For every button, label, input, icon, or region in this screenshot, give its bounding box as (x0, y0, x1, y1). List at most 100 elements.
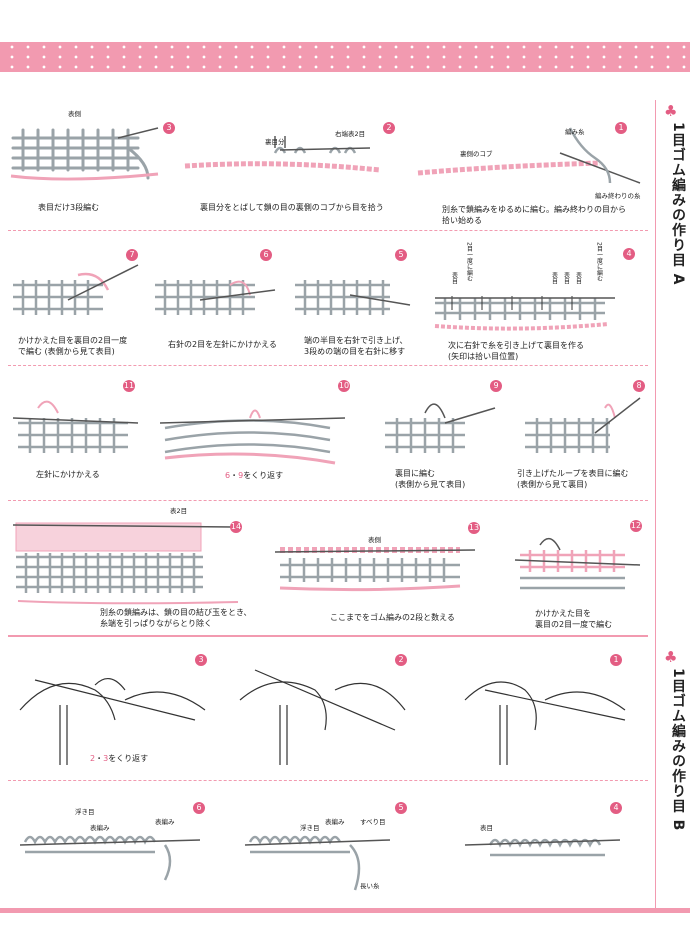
label: 2目一度に編む (595, 242, 603, 282)
row-divider (8, 230, 648, 231)
step-a5: 5 端の半目を右針で引き上げ、 3段めの端の目を右針に移す (290, 245, 420, 363)
step-number: 5 (395, 802, 407, 814)
knitting-illustration (464, 838, 621, 857)
step-number: 11 (123, 380, 135, 392)
step-number: 6 (260, 249, 272, 261)
step-a14: 表2目 14 別糸の鎖編みは、鎖の目の結び玉をとき、 糸端を引っぱりながらとり除… (8, 505, 258, 633)
label: 編み糸 (565, 128, 585, 136)
knitting-illustration (10, 127, 159, 181)
step-ref: 3 (103, 754, 109, 763)
knitting-illustration (244, 835, 391, 891)
step-caption: かけかえた目を裏目の2目一度 で編む (表側から見て表目) (18, 336, 128, 356)
label: 表編み (325, 818, 345, 826)
step-a7: 7 かけかえた目を裏目の2目一度 で編む (表側から見て表目) (8, 245, 148, 363)
label: 浮き目 (75, 808, 95, 816)
knitting-illustration (159, 409, 346, 465)
step-ref: 9 (238, 471, 244, 480)
label: 長い糸 (360, 882, 380, 890)
step-b5: 表編み 浮き目 すべり目 長い糸 5 (240, 800, 420, 900)
knitting-illustration (417, 127, 641, 184)
step-caption: 6・9をくり返す (225, 471, 284, 480)
step-caption: 表目だけ3段編む (38, 203, 100, 212)
label: 浮き目 (300, 824, 320, 832)
label: 裏目分 (265, 138, 285, 146)
label: 表目 (574, 272, 582, 284)
step-number: 4 (610, 802, 622, 814)
step-caption: かけかえた目を 裏目の2目一度で編む (535, 609, 613, 629)
top-decorative-band (0, 42, 690, 72)
step-caption: 2・3をくり返す (90, 754, 149, 763)
step-a12: 12 かけかえた目を 裏目の2目一度で編む (510, 520, 650, 632)
step-a10: 10 6・9をくり返す (155, 378, 355, 496)
knitting-illustration (525, 397, 641, 453)
knitting-illustration (13, 264, 139, 315)
knitting-illustration (434, 296, 615, 331)
step-number: 14 (230, 521, 242, 533)
step-number: 4 (623, 248, 635, 260)
step-b6: 浮き目 表編み 表編み 6 (15, 800, 215, 900)
step-number: 13 (468, 522, 480, 534)
step-number: 5 (395, 249, 407, 261)
club-icon: ♣ (664, 648, 678, 666)
label: 表編み (155, 818, 175, 826)
knitting-illustration (514, 537, 641, 590)
step-caption: 左針にかけかえる (36, 470, 100, 479)
step-a6: 6 右針の2目を左針にかけかえる (150, 245, 280, 363)
section-b-title: 1目ゴム編みの作り目 B (670, 668, 686, 832)
label: 編み終わりの糸 (595, 192, 641, 200)
knitting-illustration (295, 280, 411, 315)
step-a4: 2目一度に編む 2目一度に編む 表目 表目 表目 表目 4 次に右針で糸を引き上… (430, 238, 640, 363)
section-divider (8, 635, 648, 637)
step-a2: 裏目分 右端表2目 2 裏目分をとばして鎖の目の裏側のコブから目を拾う (180, 108, 400, 228)
knitting-illustration (12, 400, 139, 453)
label: 表側 (68, 110, 81, 118)
step-caption: 右針の2目を左針にかけかえる (168, 340, 277, 349)
knitting-illustration (184, 136, 381, 173)
step-ref: 6 (225, 471, 231, 480)
step-b2: 2 (235, 650, 415, 775)
step-caption: 別糸の鎖編みは、鎖の目の結び玉をとき、 糸端を引っぱりながらとり除く (100, 608, 252, 628)
step-b1: 1 (455, 650, 635, 775)
club-icon: ♣ (664, 102, 678, 120)
label: 表側 (368, 536, 381, 544)
step-b4: 表目 4 (460, 800, 640, 900)
step-caption: 次に右針で糸を引き上げて裏目を作る (矢印は拾い目位置) (448, 341, 584, 361)
label: 表2目 (170, 507, 188, 515)
right-margin-rule (655, 100, 656, 910)
label: すべり目 (360, 818, 386, 826)
knitting-illustration (385, 403, 496, 453)
step-number: 10 (338, 380, 350, 392)
step-number: 7 (126, 249, 138, 261)
step-number: 3 (195, 654, 207, 666)
label: 表編み (90, 824, 110, 832)
bottom-decorative-band (0, 908, 690, 913)
row-divider (8, 500, 648, 501)
step-a9: 9 裏目に編む (表側から見て表目) (375, 378, 505, 496)
label: 裏側のコブ (460, 150, 493, 158)
step-a8: 8 引き上げたループを表目に編む (表側から見て裏目) (515, 378, 650, 496)
step-caption: ここまでをゴム編みの2段と数える (330, 613, 455, 622)
knitting-illustration (155, 280, 276, 315)
knitting-illustration (12, 522, 239, 605)
step-caption: 裏目分をとばして鎖の目の裏側のコブから目を拾う (200, 203, 384, 212)
step-caption: 別糸で鎖編みをゆるめに編む。編み終わりの目から 拾い始める (442, 205, 626, 225)
label: 2目一度に編む (465, 242, 473, 282)
label: 表目 (480, 824, 493, 832)
step-caption: 端の半目を右針で引き上げ、 3段めの端の目を右針に移す (304, 336, 408, 356)
step-a1: 編み糸 裏側のコブ 編み終わりの糸 1 別糸で鎖編みをゆるめに編む。編み終わりの… (410, 108, 650, 228)
step-number: 8 (633, 380, 645, 392)
step-number: 1 (610, 654, 622, 666)
step-a13: 表側 13 ここまでをゴム編みの2段と数える (270, 520, 485, 632)
step-number: 2 (383, 122, 395, 134)
step-number: 9 (490, 380, 502, 392)
knitting-illustration (19, 835, 201, 881)
hand-illustration (19, 678, 206, 765)
step-caption: 裏目に編む (表側から見て表目) (395, 469, 466, 489)
step-b3: 3 2・3をくり返す (15, 650, 215, 775)
step-caption: 引き上げたループを表目に編む (表側から見て裏目) (517, 469, 629, 489)
step-number: 2 (395, 654, 407, 666)
step-a3: 表側 3 表目だけ3段編む (8, 108, 188, 228)
row-divider (8, 780, 648, 781)
label: 表目 (550, 272, 558, 284)
step-number: 6 (193, 802, 205, 814)
